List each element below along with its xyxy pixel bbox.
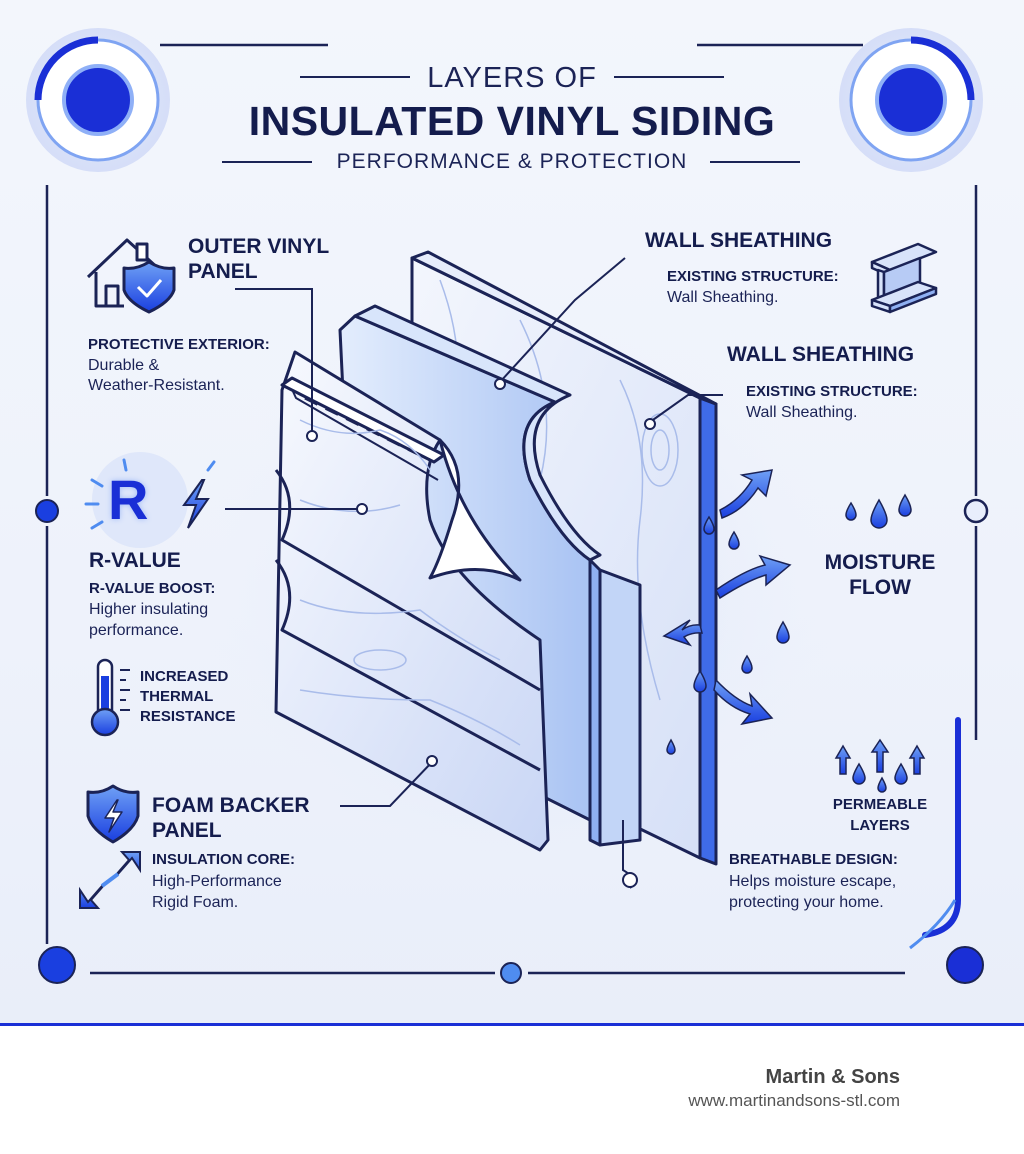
foam-backer-subtitle: INSULATION CORE:	[152, 851, 296, 868]
page-subtitle: PERFORMANCE & PROTECTION	[336, 150, 688, 173]
frame-lines	[45, 43, 978, 975]
thermal-line1: INCREASED	[140, 668, 229, 685]
corner-ring-left	[26, 28, 170, 172]
callout-leaders	[225, 257, 723, 889]
outer-vinyl-title-line2: PANEL	[188, 260, 258, 283]
outer-vinyl-body-line2: Weather-Resistant.	[88, 377, 225, 394]
breathable-body-line2: protecting your home.	[729, 894, 884, 911]
breathable-subtitle: BREATHABLE DESIGN:	[729, 851, 898, 868]
r-value-body-line1: Higher insulating	[89, 601, 209, 618]
diagonal-arrows-icon	[79, 851, 141, 909]
wall-sheathing-mid-title: WALL SHEATHING	[727, 343, 915, 366]
corner-ring-right	[839, 28, 983, 172]
wall-sheathing-top-subtitle: EXISTING STRUCTURE:	[667, 268, 839, 285]
r-value-title: R-VALUE	[89, 549, 181, 572]
outer-vinyl-panel	[274, 350, 550, 852]
thermal-line3: RESISTANCE	[140, 708, 236, 725]
moisture-line2: FLOW	[849, 576, 911, 599]
r-value-bolt-icon	[84, 452, 216, 548]
page-title: INSULATED VINYL SIDING	[248, 98, 776, 144]
foam-backer-title-line1: FOAM BACKER	[152, 794, 310, 817]
infographic-panel: LAYERS OF INSULATED VINYL SIDING PERFORM…	[0, 0, 1024, 1026]
moisture-arrows	[662, 469, 792, 726]
outer-vinyl-body-line1: Durable &	[88, 357, 160, 374]
r-value-body-line2: performance.	[89, 622, 184, 639]
foam-backer-body-line2: Rigid Foam.	[152, 894, 239, 911]
foam-backer-title-line2: PANEL	[152, 819, 222, 842]
shield-bolt-icon	[86, 784, 140, 844]
credit-block: Martin & Sons www.martinandsons-stl.com	[688, 1066, 900, 1111]
outer-vinyl-title-line1: OUTER VINYL	[188, 235, 330, 258]
wall-sheathing-mid-subtitle: EXISTING STRUCTURE:	[746, 383, 918, 400]
water-drops	[666, 493, 912, 755]
wall-sheathing-top-body: Wall Sheathing.	[667, 289, 779, 306]
outer-vinyl-subtitle: PROTECTIVE EXTERIOR:	[88, 336, 270, 353]
company-name: Martin & Sons	[765, 1066, 900, 1088]
breathable-body-line1: Helps moisture escape,	[729, 873, 897, 890]
r-value-subtitle: R-VALUE BOOST:	[89, 580, 216, 597]
diagram-graphics	[26, 28, 989, 984]
panel-bottom-border	[0, 1023, 1024, 1026]
wall-sheathing-top-title: WALL SHEATHING	[645, 229, 833, 252]
upward-arrows-drops-icon	[834, 738, 926, 793]
r-value-letter: R	[108, 468, 149, 531]
thermal-line2: THERMAL	[140, 688, 214, 705]
title-top: LAYERS OF	[427, 62, 597, 94]
permeable-line2: LAYERS	[850, 817, 910, 834]
moisture-line1: MOISTURE	[824, 551, 936, 574]
permeable-line1: PERMEABLE	[832, 796, 928, 813]
foam-backer-body-line1: High-Performance	[152, 873, 282, 890]
house-shield-icon	[86, 238, 176, 314]
frame-dots	[35, 498, 989, 984]
steel-beam-icon	[870, 242, 938, 314]
wall-sheathing-mid-body: Wall Sheathing.	[746, 404, 858, 421]
thermometer-icon	[90, 658, 130, 737]
company-url[interactable]: www.martinandsons-stl.com	[688, 1091, 900, 1110]
callout-dots	[306, 378, 656, 888]
